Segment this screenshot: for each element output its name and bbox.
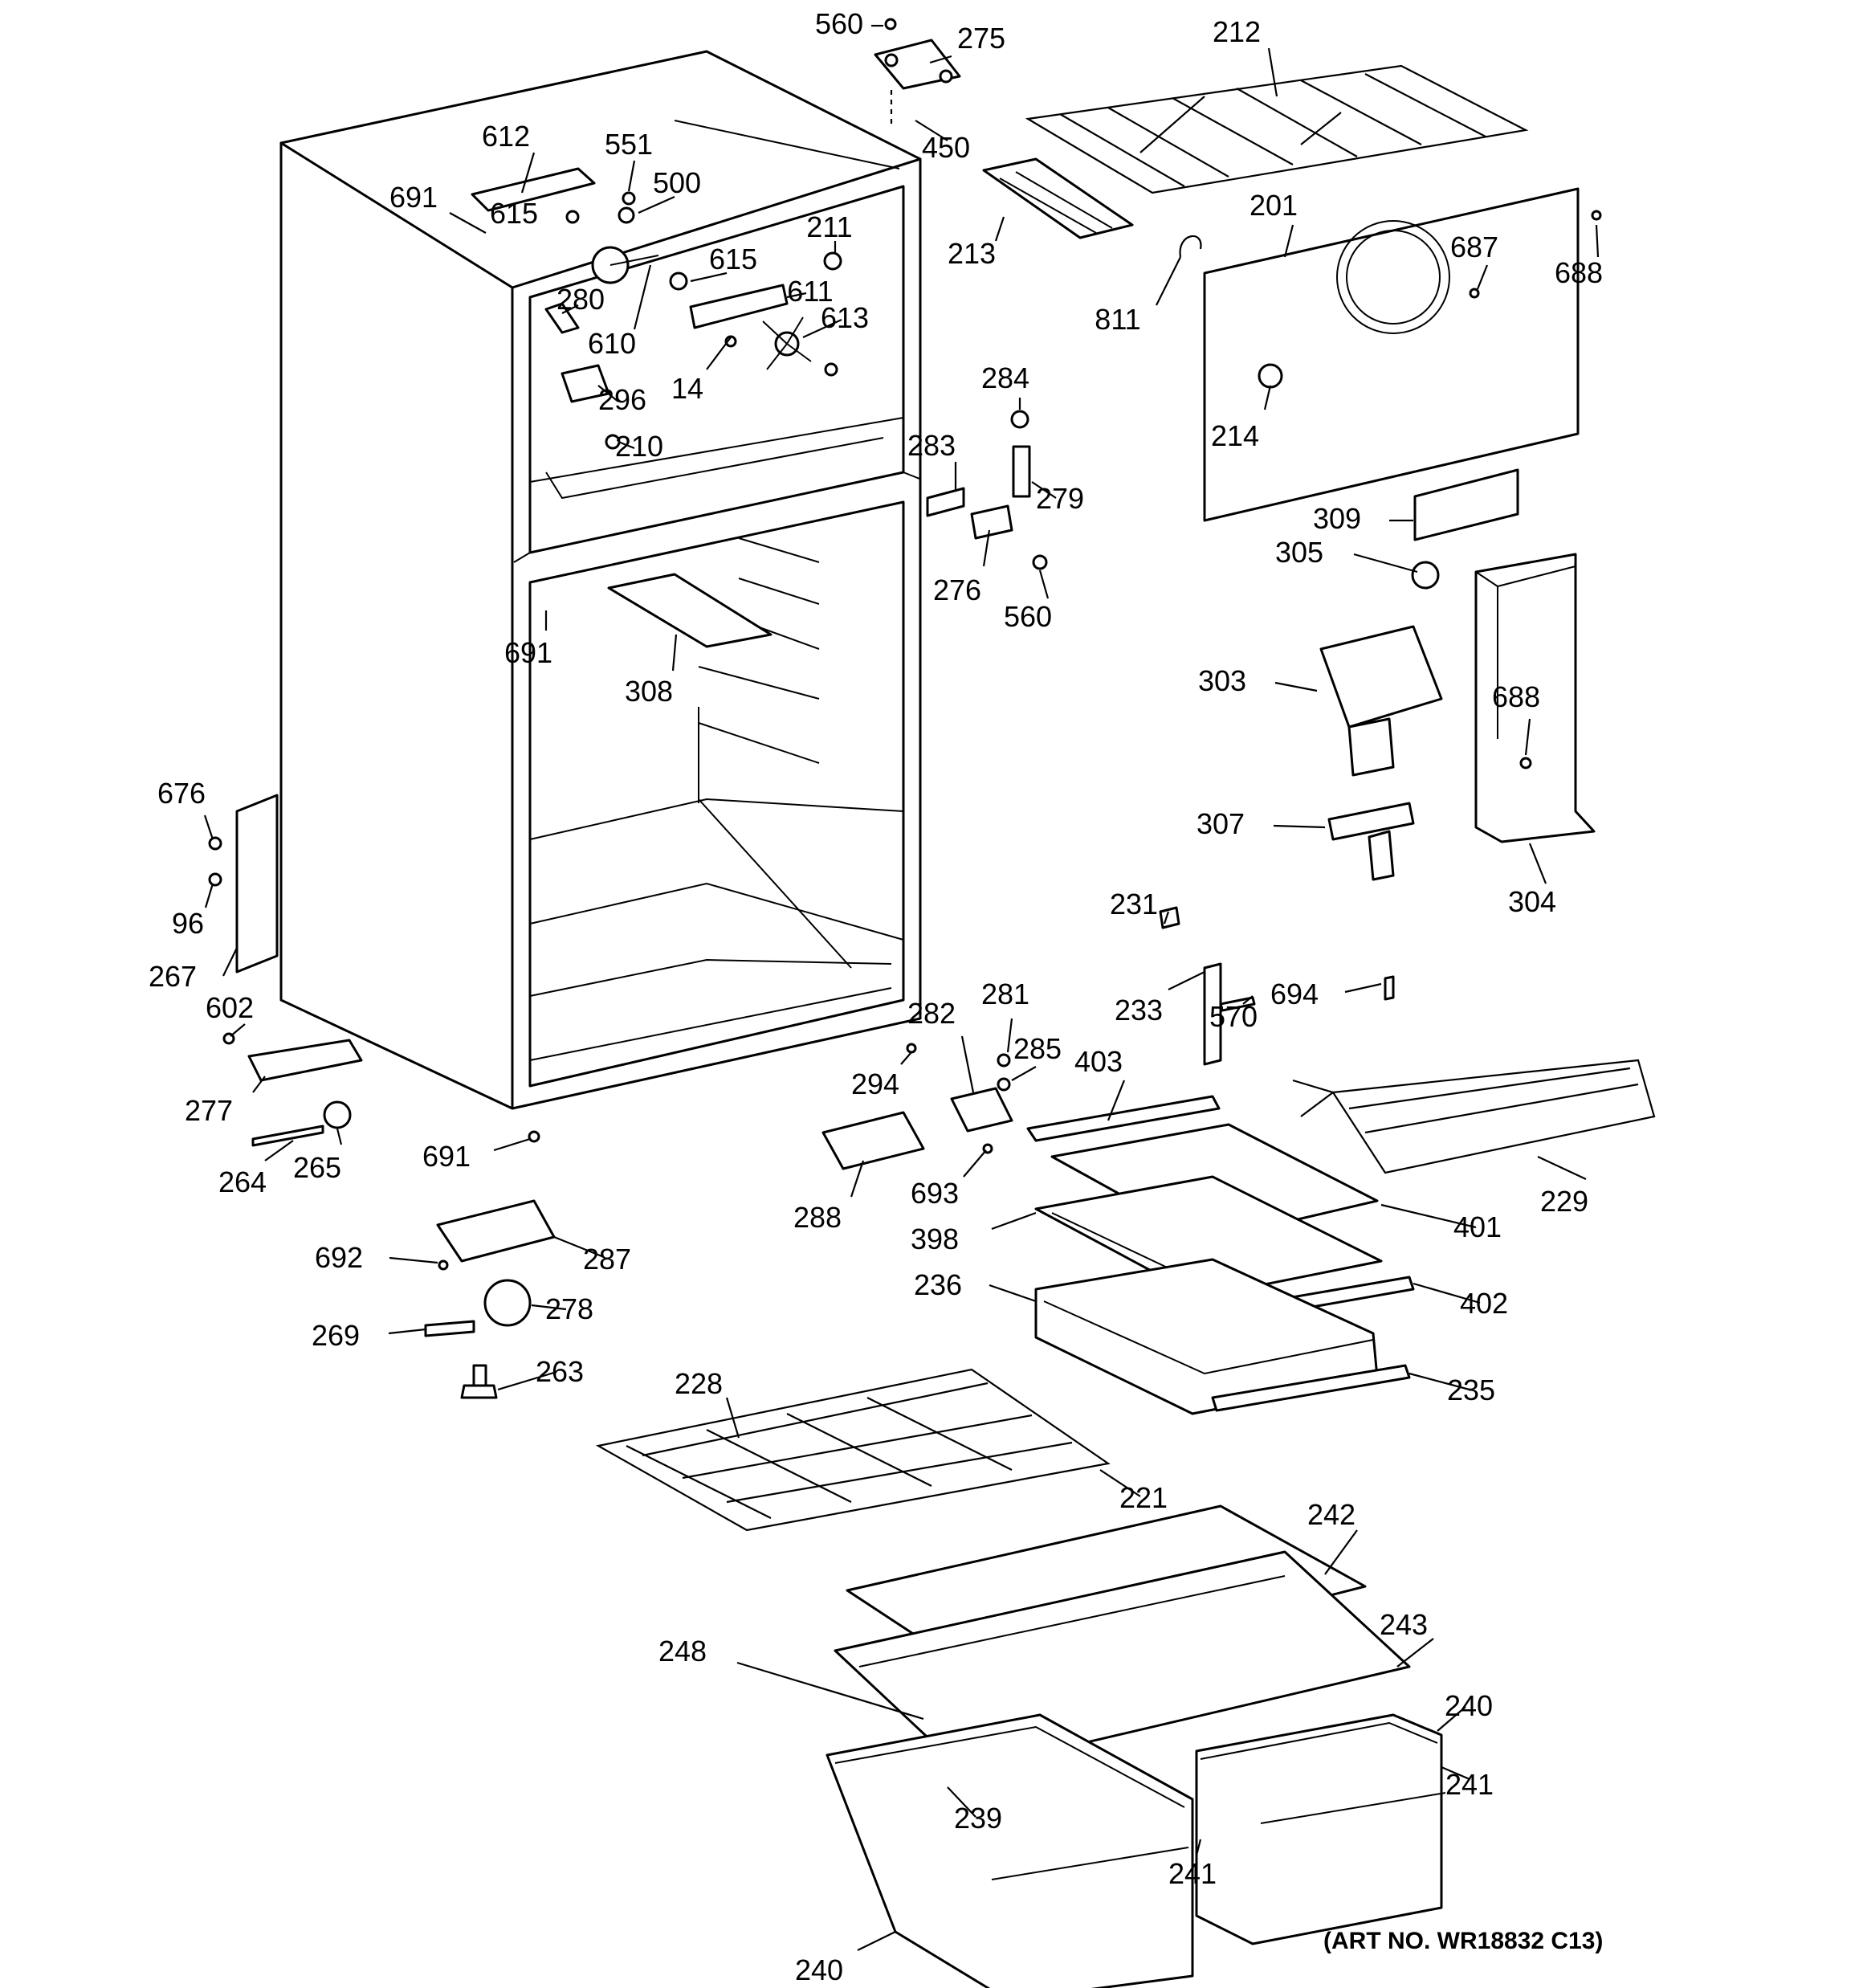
part-callout-241: 241	[1445, 1768, 1494, 1801]
part-callout-294: 294	[851, 1067, 899, 1100]
part-callout-229: 229	[1540, 1185, 1588, 1218]
part-callout-610: 610	[588, 327, 636, 360]
part-callout-551: 551	[605, 128, 653, 161]
part-callout-693: 693	[911, 1177, 959, 1210]
part-callout-240: 240	[795, 1953, 843, 1986]
part-callout-213: 213	[948, 237, 996, 270]
part-callout-687: 687	[1450, 231, 1498, 263]
part-callout-239: 239	[954, 1802, 1002, 1835]
part-callout-275: 275	[957, 22, 1005, 55]
part-callout-288: 288	[793, 1201, 842, 1234]
art-number: (ART NO. WR18832 C13)	[1323, 1928, 1604, 1954]
part-callout-280: 280	[556, 283, 605, 316]
part-callout-276: 276	[933, 574, 981, 606]
part-callout-570: 570	[1209, 1000, 1258, 1033]
part-callout-277: 277	[185, 1094, 233, 1127]
part-callout-560: 560	[815, 7, 863, 40]
part-callout-278: 278	[545, 1292, 593, 1325]
part-callout-235: 235	[1447, 1374, 1495, 1406]
part-callout-233: 233	[1115, 994, 1163, 1027]
part-callout-691: 691	[504, 636, 552, 669]
part-callout-500: 500	[653, 166, 701, 199]
part-callout-263: 263	[536, 1355, 584, 1388]
part-callout-231: 231	[1110, 888, 1158, 921]
part-callout-285: 285	[1013, 1032, 1062, 1065]
part-callout-14: 14	[671, 372, 703, 405]
part-callout-241: 241	[1168, 1857, 1217, 1890]
part-callout-615: 615	[709, 243, 757, 276]
part-callout-296: 296	[598, 383, 646, 416]
part-callout-309: 309	[1313, 502, 1361, 535]
part-callout-691: 691	[422, 1140, 471, 1173]
part-callout-264: 264	[218, 1165, 267, 1198]
part-callout-282: 282	[907, 997, 956, 1030]
part-callout-265: 265	[293, 1151, 341, 1184]
part-callout-281: 281	[981, 978, 1029, 1010]
part-callout-692: 692	[315, 1241, 363, 1274]
part-callout-450: 450	[922, 131, 970, 164]
leader-lines	[203, 24, 1600, 1951]
part-callout-287: 287	[583, 1243, 631, 1276]
part-callout-221: 221	[1119, 1481, 1168, 1514]
part-callout-214: 214	[1211, 419, 1259, 452]
part-callout-269: 269	[312, 1319, 360, 1352]
part-callout-615: 615	[490, 197, 538, 230]
part-callout-211: 211	[806, 210, 852, 243]
cabinet	[279, 50, 922, 1110]
part-callout-228: 228	[675, 1367, 723, 1400]
part-callout-236: 236	[914, 1268, 962, 1301]
part-callout-304: 304	[1508, 885, 1556, 918]
part-callout-602: 602	[206, 991, 254, 1024]
part-callout-212: 212	[1213, 15, 1261, 48]
part-callout-613: 613	[821, 301, 869, 334]
part-callout-307: 307	[1196, 807, 1245, 840]
fresh-food-parts	[595, 906, 1656, 1988]
part-callout-560: 560	[1004, 600, 1052, 633]
part-callout-242: 242	[1307, 1498, 1355, 1531]
part-callout-303: 303	[1198, 664, 1246, 697]
part-callout-402: 402	[1460, 1287, 1508, 1320]
part-callout-676: 676	[157, 777, 206, 810]
part-callout-240: 240	[1445, 1689, 1493, 1722]
part-callout-284: 284	[981, 361, 1029, 394]
part-callout-210: 210	[615, 430, 663, 463]
part-callout-688: 688	[1492, 680, 1540, 713]
part-callout-403: 403	[1074, 1045, 1123, 1078]
part-callout-267: 267	[149, 960, 197, 993]
part-callout-611: 611	[787, 275, 833, 308]
part-callout-308: 308	[625, 675, 673, 708]
part-callout-612: 612	[482, 120, 530, 153]
part-callout-691: 691	[389, 181, 438, 214]
part-callout-279: 279	[1036, 482, 1084, 515]
part-callout-811: 811	[1095, 303, 1140, 336]
part-callout-243: 243	[1380, 1608, 1428, 1641]
part-callout-401: 401	[1453, 1210, 1502, 1243]
part-callout-305: 305	[1275, 536, 1323, 569]
part-callout-201: 201	[1249, 189, 1298, 222]
part-callout-398: 398	[911, 1223, 959, 1255]
part-callout-694: 694	[1270, 978, 1319, 1010]
part-callout-688: 688	[1555, 256, 1603, 289]
part-callout-248: 248	[658, 1635, 707, 1668]
part-callout-283: 283	[907, 429, 956, 462]
part-callout-96: 96	[172, 907, 204, 940]
